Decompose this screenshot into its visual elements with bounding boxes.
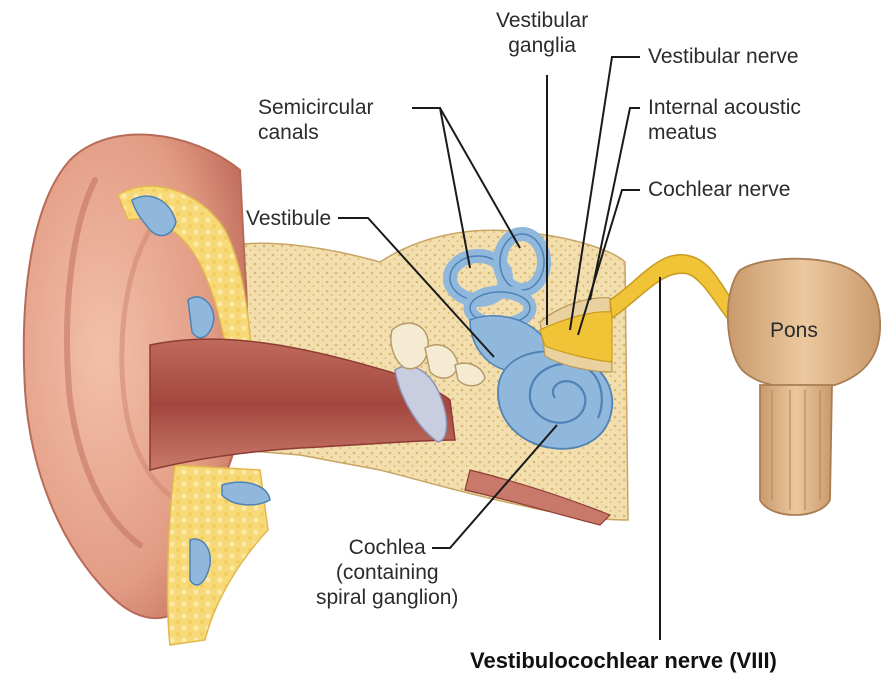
label-semicircular-line1: Semicircular bbox=[258, 95, 374, 120]
label-cochlea-line1: Cochlea bbox=[316, 535, 458, 560]
label-vestibular-ganglia-line2: ganglia bbox=[496, 33, 588, 58]
label-semicircular-canals: Semicircular canals bbox=[258, 95, 374, 145]
label-cochlea-line3: spiral ganglion) bbox=[316, 585, 458, 610]
label-cochlea-line2: (containing bbox=[316, 560, 458, 585]
label-vestibule: Vestibule bbox=[246, 206, 331, 231]
label-vestibular-nerve: Vestibular nerve bbox=[648, 44, 799, 69]
leader-semicircular-b bbox=[440, 108, 520, 248]
label-internal-acoustic-line2: meatus bbox=[648, 120, 801, 145]
label-vestibular-ganglia-line1: Vestibular bbox=[496, 8, 588, 33]
label-vestibulocochlear-nerve: Vestibulocochlear nerve (VIII) bbox=[470, 648, 777, 673]
label-internal-acoustic-line1: Internal acoustic bbox=[648, 95, 801, 120]
label-cochlear-nerve: Cochlear nerve bbox=[648, 177, 790, 202]
label-pons: Pons bbox=[770, 318, 818, 343]
vestibulocochlear-nerve-shape bbox=[610, 255, 745, 334]
label-cochlea: Cochlea (containing spiral ganglion) bbox=[316, 535, 458, 610]
brainstem bbox=[728, 259, 880, 515]
label-internal-acoustic-meatus: Internal acoustic meatus bbox=[648, 95, 801, 145]
label-semicircular-line2: canals bbox=[258, 120, 374, 145]
label-vestibular-ganglia: Vestibular ganglia bbox=[496, 8, 588, 58]
